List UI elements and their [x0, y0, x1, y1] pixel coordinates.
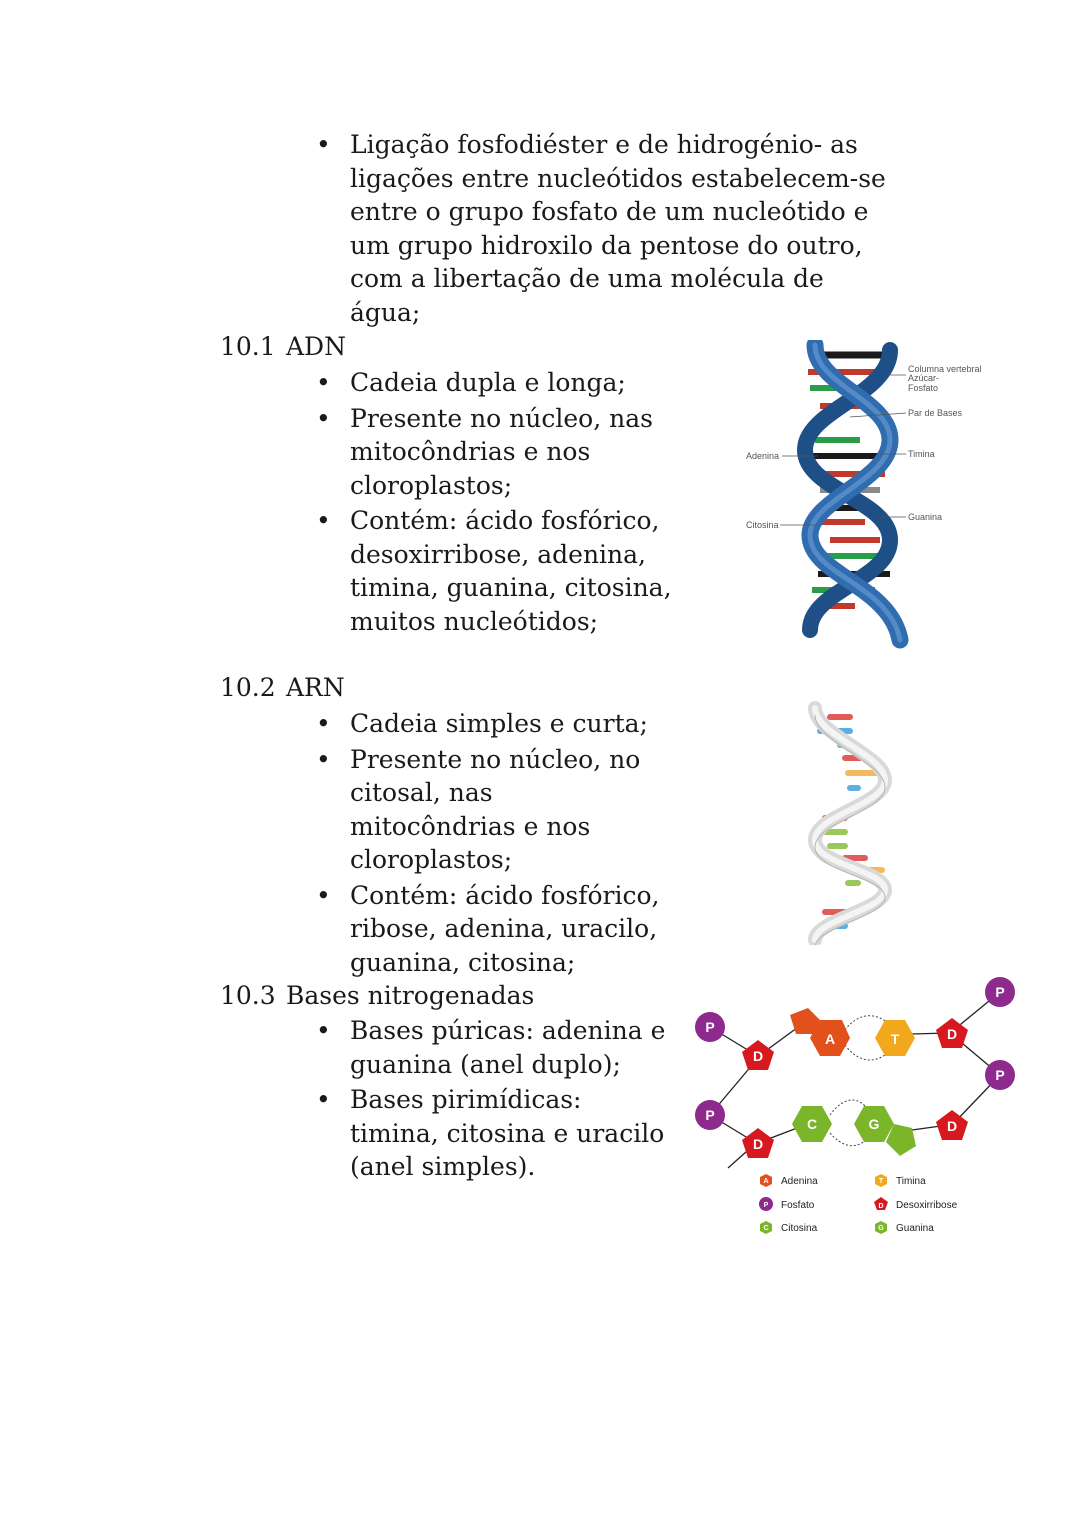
section-title: ADN [286, 332, 346, 361]
list-item: Bases pirimídicas: timina, citosina e ur… [316, 1083, 666, 1184]
dna-helix-figure: Columna vertebral Azúcar- Fosfato Par de… [746, 340, 982, 649]
svg-text:D: D [878, 1203, 883, 1210]
list-item: Cadeia simples e curta; [316, 707, 666, 741]
legend: A Adenina T Timina P Fosfato D Desoxirri… [759, 1174, 958, 1234]
legend-thymine: T Timina [875, 1174, 926, 1187]
deoxyribose-1: D [742, 1040, 774, 1070]
svg-text:D: D [753, 1048, 763, 1064]
label-lines [780, 374, 907, 526]
bases-list: Bases púricas: adenina e guanina (anel d… [316, 1014, 666, 1186]
svg-text:D: D [947, 1026, 957, 1042]
legend-cytosine: C Citosina [760, 1221, 818, 1234]
label-backbone-1: Columna vertebral [908, 364, 982, 374]
phosphate-3: P [985, 977, 1015, 1007]
section-title: Bases nitrogenadas [286, 981, 535, 1010]
section-title: ARN [286, 673, 345, 702]
section-number: 10.3 [220, 981, 276, 1010]
list-item: Presente no núcleo, no citosal, nas mito… [316, 743, 666, 877]
label-cytosine: Citosina [746, 520, 779, 530]
guanine-base: G [854, 1106, 916, 1156]
thymine-base: T [875, 1020, 915, 1056]
cytosine-base: C [792, 1106, 832, 1142]
legend-guanine: G Guanina [875, 1221, 934, 1234]
label-guanine: Guanina [908, 512, 942, 522]
phosphate-2: P [695, 1100, 725, 1130]
nucleotide-diagram: P P P P D D D D A T C G [695, 977, 1015, 1234]
list-item: Cadeia dupla e longa; [316, 366, 706, 400]
svg-text:P: P [764, 1202, 769, 1209]
phosphate-1: P [695, 1012, 725, 1042]
svg-text:T: T [879, 1178, 884, 1185]
label-backbone-3: Fosfato [908, 383, 938, 393]
intro-list: Ligação fosfodiéster e de hidrogénio- as… [316, 128, 886, 331]
svg-text:C: C [807, 1116, 817, 1132]
section-heading-bases: 10.3 Bases nitrogenadas [220, 979, 534, 1012]
intro-bullet: Ligação fosfodiéster e de hidrogénio- as… [316, 128, 886, 329]
svg-text:Guanina: Guanina [896, 1223, 934, 1234]
adn-list: Cadeia dupla e longa; Presente no núcleo… [316, 366, 706, 640]
section-number: 10.2 [220, 673, 276, 702]
adenine-base: A [790, 1008, 850, 1056]
svg-text:Fosfato: Fosfato [781, 1200, 815, 1211]
legend-adenine: A Adenina [760, 1174, 818, 1187]
label-backbone-2: Azúcar- [908, 373, 939, 383]
list-item: Contém: ácido fosfórico, ribose, adenina… [316, 879, 666, 980]
list-item: Contém: ácido fosfórico, desoxirribose, … [316, 504, 706, 638]
list-item: Bases púricas: adenina e guanina (anel d… [316, 1014, 666, 1081]
svg-text:D: D [947, 1118, 957, 1134]
arn-list: Cadeia simples e curta; Presente no núcl… [316, 707, 666, 981]
svg-text:T: T [891, 1031, 900, 1047]
svg-text:Citosina: Citosina [781, 1223, 818, 1234]
svg-text:A: A [825, 1031, 835, 1047]
svg-text:D: D [753, 1136, 763, 1152]
svg-text:P: P [705, 1019, 714, 1035]
legend-deoxyribose: D Desoxirribose [874, 1197, 958, 1211]
section-number: 10.1 [220, 332, 276, 361]
svg-text:P: P [705, 1107, 714, 1123]
rna-strand-figure [807, 701, 893, 945]
svg-text:P: P [995, 1067, 1004, 1083]
svg-text:Timina: Timina [896, 1176, 926, 1187]
svg-text:G: G [878, 1225, 884, 1232]
label-adenine: Adenina [746, 451, 779, 461]
section-heading-adn: 10.1 ADN [220, 330, 346, 363]
label-thymine: Timina [908, 449, 935, 459]
deoxyribose-4: D [936, 1110, 968, 1140]
legend-phosphate: P Fosfato [759, 1197, 815, 1211]
svg-text:Desoxirribose: Desoxirribose [896, 1200, 958, 1211]
svg-text:P: P [995, 984, 1004, 1000]
deoxyribose-3: D [936, 1018, 968, 1048]
svg-text:A: A [763, 1178, 768, 1185]
svg-text:G: G [869, 1116, 880, 1132]
section-heading-arn: 10.2 ARN [220, 671, 345, 704]
svg-text:C: C [763, 1225, 768, 1232]
label-base-pair: Par de Bases [908, 408, 963, 418]
svg-text:Adenina: Adenina [781, 1176, 818, 1187]
phosphate-4: P [985, 1060, 1015, 1090]
list-item: Presente no núcleo, nas mitocôndrias e n… [316, 402, 706, 503]
deoxyribose-2: D [742, 1128, 774, 1158]
